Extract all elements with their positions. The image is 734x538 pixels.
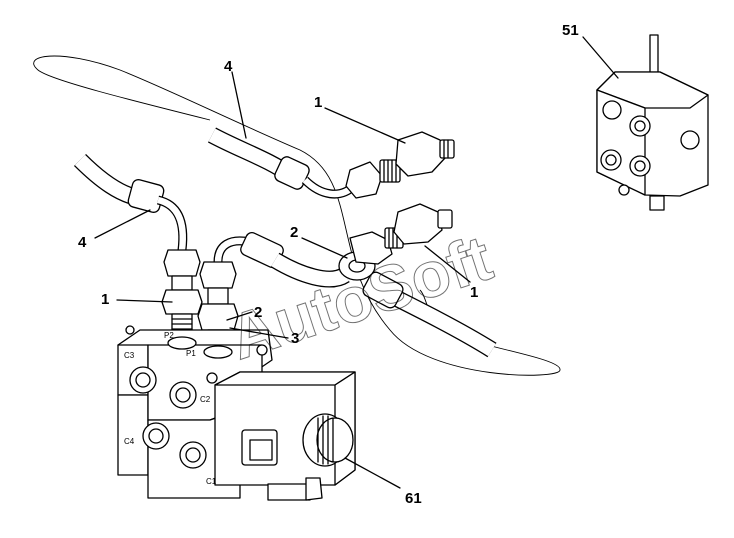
- leader-line: [424, 245, 471, 283]
- port-mark: C2: [200, 395, 211, 404]
- leader-line: [94, 209, 151, 239]
- leader-line: [344, 457, 401, 489]
- hose-assembly-left: [73, 153, 203, 337]
- hose-assembly-right: [338, 203, 497, 358]
- port-mark: P2: [164, 331, 174, 340]
- leader-line: [231, 71, 247, 139]
- leader-line: [301, 237, 348, 259]
- valve-block: [117, 325, 356, 501]
- leader-line: [226, 311, 253, 321]
- callout-2-middle: 2: [290, 224, 298, 241]
- port-mark: C4: [124, 437, 135, 446]
- port-mark: P1: [186, 349, 196, 358]
- leader-line: [324, 107, 406, 144]
- valve-section-51: [596, 34, 709, 211]
- callout-1-top: 1: [314, 94, 322, 111]
- callout-4-top: 4: [224, 58, 233, 75]
- callout-61: 61: [405, 490, 422, 507]
- port-mark: C3: [124, 351, 135, 360]
- leader-line: [229, 327, 289, 339]
- callout-51: 51: [562, 22, 579, 39]
- callout-2-lower: 2: [254, 304, 262, 321]
- callout-1-right: 1: [470, 284, 478, 301]
- leader-line: [116, 299, 173, 303]
- callout-1-left: 1: [101, 291, 109, 308]
- leader-line: [582, 36, 619, 79]
- callout-3: 3: [291, 330, 299, 347]
- callout-4-left: 4: [78, 234, 87, 251]
- hose-assembly-top: [207, 127, 455, 199]
- port-mark: C1: [206, 477, 217, 486]
